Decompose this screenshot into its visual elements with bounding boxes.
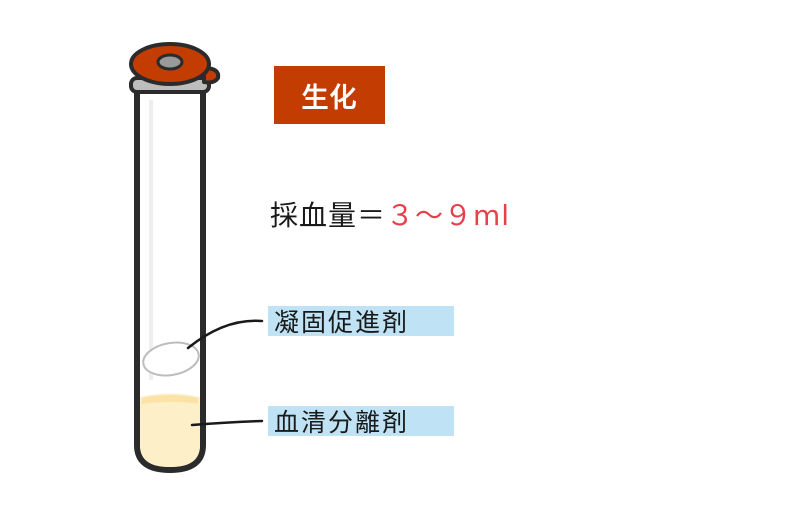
blood-volume-label: 採血量＝ (270, 199, 387, 232)
serum-separator-label: 血清分離剤 (268, 406, 454, 437)
tube-cap (129, 42, 221, 94)
tube-type-badge: 生化 (274, 66, 385, 124)
tube-type-text: 生化 (301, 82, 358, 114)
clot-activator-label: 凝固促進剤 (268, 306, 454, 337)
blood-volume-value: ３～９ml (386, 199, 511, 232)
clot-activator (142, 341, 200, 377)
clot-activator-text: 凝固促進剤 (274, 308, 410, 337)
leader-line-clot-activator (186, 319, 264, 350)
serum-separator-text: 血清分離剤 (274, 408, 410, 437)
cap-stopper-hole (156, 53, 184, 71)
blood-volume-text: 採血量＝３～９ml (270, 193, 510, 235)
leader-line-serum-separator (190, 419, 264, 427)
serum-separator-gel (140, 393, 200, 467)
